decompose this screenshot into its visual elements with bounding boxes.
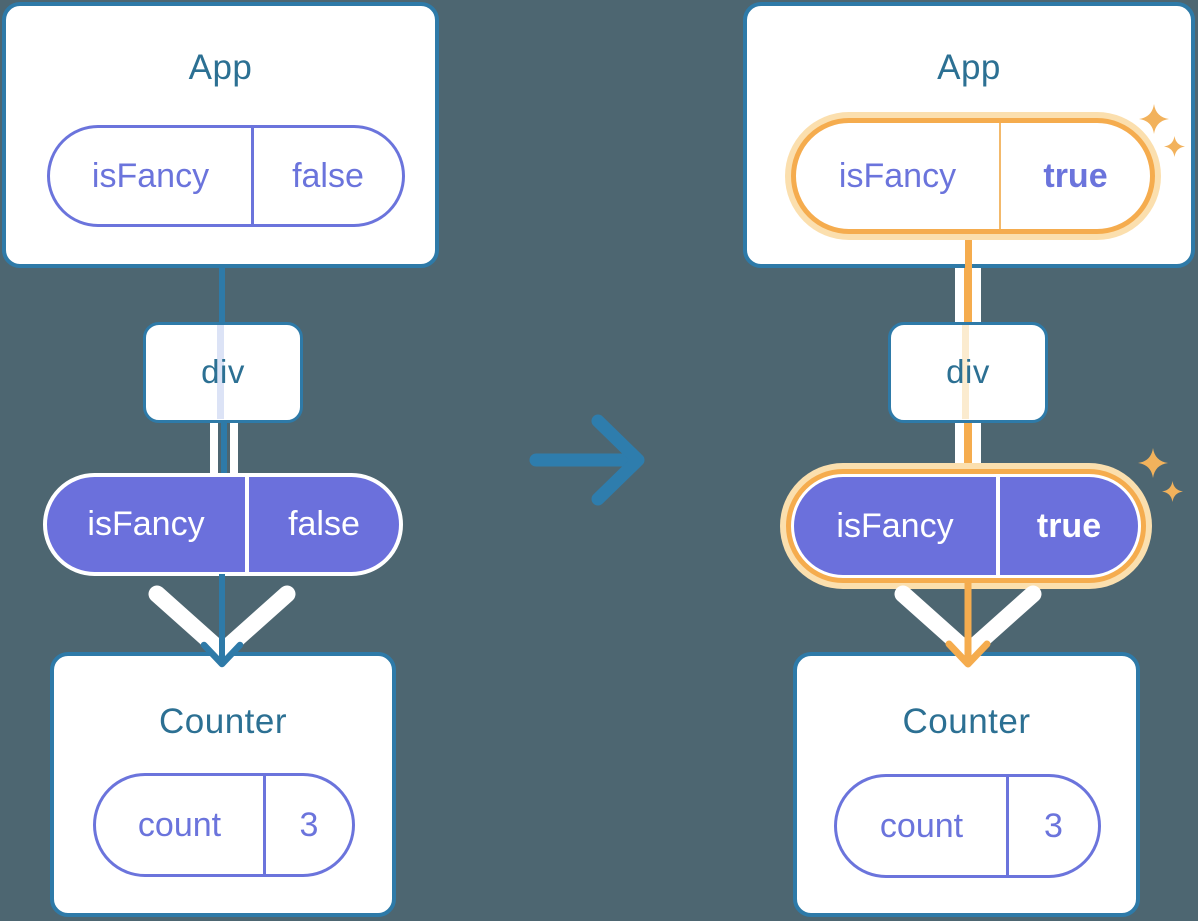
state-name: count — [837, 777, 1009, 875]
sparkle-icon — [1164, 136, 1185, 157]
prop-pill-app-left: isFancy false — [47, 125, 405, 227]
component-title: Counter — [158, 702, 288, 741]
right-arrow-icon — [529, 414, 645, 506]
div-card-left: div — [143, 322, 303, 423]
component-title: App — [188, 48, 253, 87]
prop-name: isFancy — [794, 477, 1000, 575]
counter-card-left: Counter count 3 — [50, 652, 396, 917]
connector-casing-left — [210, 423, 218, 476]
connector-app-div-right — [964, 266, 972, 326]
component-title: div — [201, 353, 245, 390]
state-value: 3 — [1044, 806, 1063, 845]
prop-name: isFancy — [47, 477, 249, 572]
prop-value: true — [1036, 506, 1102, 545]
prop-pill-app-right: isFancy true — [791, 118, 1155, 234]
connector-casing-right — [972, 423, 981, 471]
component-title: div — [946, 353, 990, 390]
prop-name: isFancy — [796, 123, 1001, 229]
app-card-left: App isFancy false — [2, 2, 439, 268]
prop-pill-passed-left: isFancy false — [43, 473, 403, 576]
component-title: App — [937, 48, 1001, 87]
prop-pill-passed-right: isFancy true — [786, 469, 1146, 583]
prop-value: false — [292, 156, 364, 195]
connector-through-div — [217, 325, 224, 419]
state-pill-right: count 3 — [834, 774, 1101, 878]
connector-app-div-left — [219, 266, 225, 326]
connector-div-pill-right — [964, 423, 972, 471]
connector-casing-right — [955, 266, 964, 326]
state-pill-left: count 3 — [93, 773, 355, 877]
prop-name: isFancy — [50, 128, 254, 224]
pass-down-arrow-right — [894, 582, 1042, 668]
component-title: Counter — [902, 702, 1031, 741]
counter-card-right: Counter count 3 — [793, 652, 1140, 917]
connector-casing-left — [230, 423, 238, 476]
div-card-right: div — [888, 322, 1048, 423]
prop-value: false — [288, 505, 360, 543]
sparkle-icon — [1138, 448, 1168, 478]
state-value: 3 — [299, 805, 319, 844]
state-name: count — [96, 776, 266, 874]
connector-through-div — [962, 325, 969, 419]
sparkle-icon — [1139, 104, 1169, 134]
prop-value: true — [1043, 156, 1108, 195]
sparkle-icon — [1162, 481, 1183, 502]
app-card-right: App isFancy true — [743, 2, 1195, 268]
connector-div-pill-left — [221, 423, 227, 476]
connector-casing-right — [972, 266, 981, 326]
pass-down-arrow-left — [148, 574, 296, 668]
connector-casing-right — [955, 423, 964, 471]
connector-through-app — [965, 232, 972, 268]
